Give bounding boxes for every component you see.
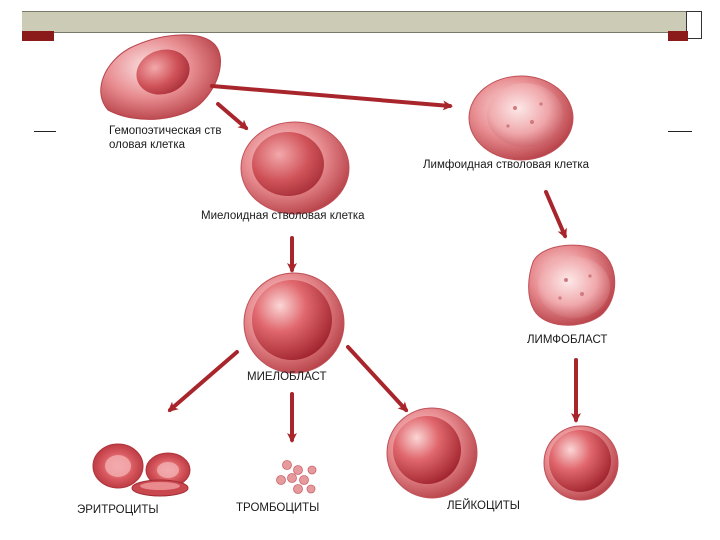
label-hematopoietic-stem-cell: Гемопоэтическая стволовая клетка [109,125,222,151]
lymphoid-stem-cell [468,75,574,161]
thrombocytes-cells [276,460,317,494]
label-erythrocytes: ЭРИТРОЦИТЫ [77,504,159,516]
slide-divider-right [668,131,692,132]
hematopoietic-stem-cell [100,34,221,120]
slide-decor-square-left [22,31,54,41]
slide-title-bar [22,11,686,33]
slide-decor-square-right [668,31,688,41]
erythrocytes-cells [92,443,191,497]
arrow-myeloblast-to-leukocytes [346,345,409,413]
label-myeloblast: МИЕЛОБЛАСТ [247,371,327,383]
slide-divider-left [34,131,56,132]
label-thrombocytes: ТРОМБОЦИТЫ [236,502,320,514]
myeloblast-cell [243,272,345,374]
arrow-myeloblast-to-erythrocytes [167,350,239,412]
lymphoblast-cell [528,244,616,326]
leukocyte-cell-large [386,407,478,499]
myeloid-stem-cell [240,121,350,215]
label-leukocytes: ЛЕЙКОЦИТЫ [447,500,520,512]
slide-corner-frame [686,11,702,39]
label-lymphoblast: ЛИМФОБЛАСТ [527,334,608,346]
arrow-hsc-to-lymphoid [210,84,453,111]
arrow-lymphoid-to-lymphoblast [544,190,567,239]
arrow-hsc-to-myeloid [216,102,249,130]
label-myeloid-stem-cell: Миелоидная стволовая клетка [201,210,365,222]
label-lymphoid-stem-cell: Лимфоидная стволовая клетка [423,159,590,171]
leukocyte-cell-lymphocyte [543,425,619,501]
